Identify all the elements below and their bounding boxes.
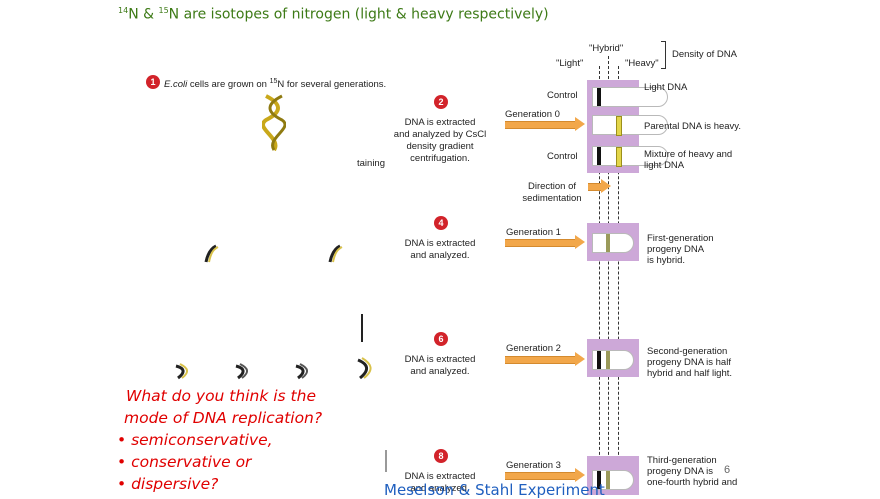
experiment-title: Meselson & Stahl Experiment	[384, 481, 605, 499]
generation-2-arrow	[505, 356, 575, 364]
question-line-1: What do you think is the	[126, 387, 316, 405]
step-2-number: 2	[434, 95, 448, 109]
light-label: "Light"	[556, 58, 584, 69]
dna-strand-icon	[175, 363, 188, 380]
note-third-generation: Third-generation progeny DNA is one-four…	[647, 455, 738, 488]
generation-3-arrow	[505, 472, 575, 480]
arrow-head-icon	[575, 235, 585, 249]
generation-0-label: Generation 0	[505, 109, 560, 120]
band-hybrid	[606, 351, 610, 369]
tube-generation-2	[592, 350, 634, 370]
generation-3-label: Generation 3	[506, 460, 561, 471]
dna-strand-icon	[235, 363, 248, 380]
generation-1-arrow	[505, 239, 575, 247]
note-second-generation: Second-generation progeny DNA is half hy…	[647, 346, 733, 379]
step-4-text: DNA is extracted and analyzed.	[404, 238, 476, 261]
note-first-generation: First-generation progeny DNA is hybrid.	[647, 233, 714, 266]
arrow-head-icon	[575, 352, 585, 366]
dna-strand-icon	[295, 363, 308, 380]
dna-strand-icon	[385, 450, 387, 472]
note-parental-heavy: Parental DNA is heavy.	[644, 121, 741, 132]
band-heavy	[616, 116, 622, 136]
step-8-number: 8	[434, 449, 448, 463]
question-line-2: mode of DNA replication?	[124, 409, 323, 427]
direction-arrow	[588, 183, 602, 191]
note-light-dna: Light DNA	[644, 82, 688, 93]
control-label-top: Control	[547, 90, 578, 101]
dna-strand-icon	[357, 314, 372, 380]
option-dispersive: • dispersive?	[117, 475, 219, 493]
arrow-head-icon	[575, 117, 585, 131]
step-4-number: 4	[434, 216, 448, 230]
hybrid-label: "Hybrid"	[589, 43, 624, 54]
step-6-text: DNA is extracted and analyzed.	[404, 354, 476, 377]
density-bracket	[661, 41, 666, 69]
light-reference-line	[599, 66, 600, 495]
step-1-text: E.coli cells are grown on 15N for severa…	[164, 78, 387, 91]
step-8-text: DNA is extracted and analyzed.	[404, 471, 476, 494]
note-mixture: Mixture of heavy and light DNA	[644, 149, 733, 171]
step-1-number: 1	[146, 75, 160, 89]
density-label: Density of DNA	[672, 49, 737, 60]
step-6-number: 6	[434, 332, 448, 346]
band-light	[597, 88, 601, 106]
control-label-bottom: Control	[547, 151, 578, 162]
generation-0-arrow	[505, 121, 575, 129]
direction-label: Direction of sedimentation	[522, 181, 582, 204]
band-hybrid	[606, 234, 610, 252]
band-light	[597, 351, 601, 369]
dna-strand-icon	[328, 244, 343, 263]
hybrid-reference-line	[608, 56, 609, 495]
dna-helix-icon	[262, 94, 286, 152]
tube-generation-0	[592, 115, 668, 135]
band-heavy	[616, 147, 622, 167]
arrow-head-icon	[575, 468, 585, 482]
band-light	[597, 471, 601, 489]
tube-control-mixture	[592, 146, 668, 166]
heavy-label: "Heavy"	[625, 58, 659, 69]
heavy-reference-line	[618, 66, 619, 495]
tube-control-light	[592, 87, 668, 107]
slide-title: 14N & 15N are isotopes of nitrogen (ligh…	[118, 6, 549, 23]
generation-1-label: Generation 1	[506, 227, 561, 238]
tube-generation-1	[592, 233, 634, 253]
option-conservative: • conservative or	[117, 453, 252, 471]
step-2-text: DNA is extracted and analyzed by CsCl de…	[393, 117, 487, 164]
option-semiconservative: • semiconservative,	[117, 431, 273, 449]
dna-strand-icon	[204, 244, 219, 263]
partial-label: taining	[357, 158, 385, 169]
page-number: 6	[724, 464, 731, 476]
tube-generation-3	[592, 470, 634, 490]
generation-2-label: Generation 2	[506, 343, 561, 354]
band-hybrid	[606, 471, 610, 489]
arrow-head-icon	[601, 179, 611, 193]
band-light	[597, 147, 601, 165]
